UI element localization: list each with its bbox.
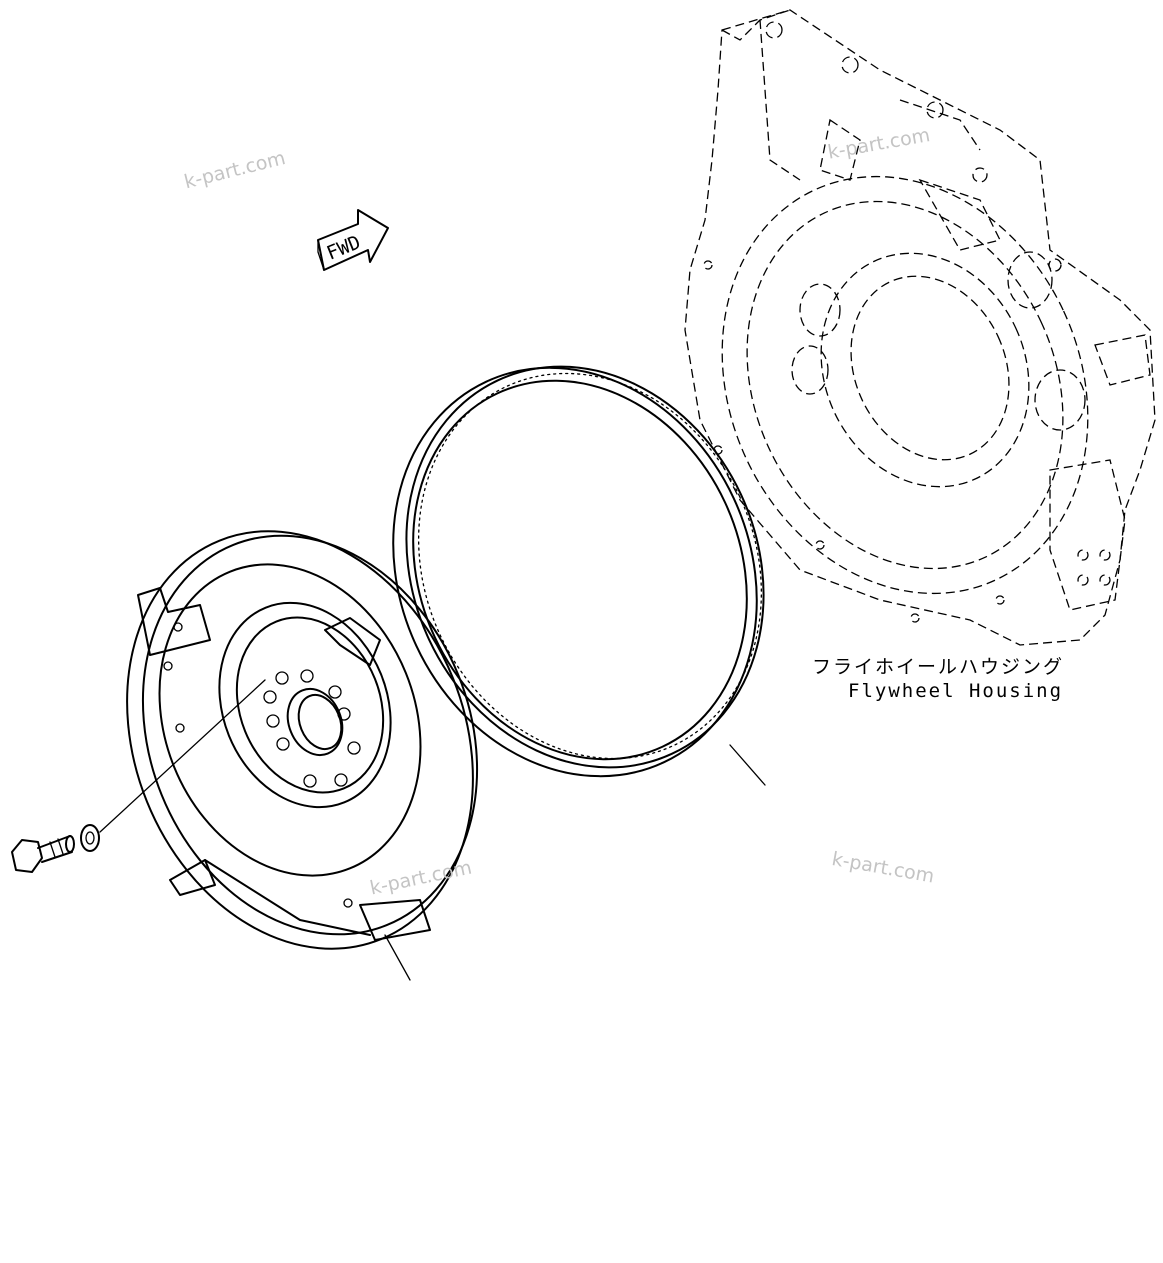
bolt-leader-line (99, 679, 266, 833)
housing-label-jp: フライホイールハウジング (812, 656, 1065, 678)
fwd-arrow-icon: FWD (317, 209, 389, 271)
flywheel-housing (684, 9, 1156, 646)
housing-label-en: Flywheel Housing (848, 680, 1064, 702)
ring-gear (392, 365, 766, 786)
bolt-icon (11, 835, 75, 873)
washer-icon (80, 824, 100, 852)
flywheel (126, 530, 479, 981)
